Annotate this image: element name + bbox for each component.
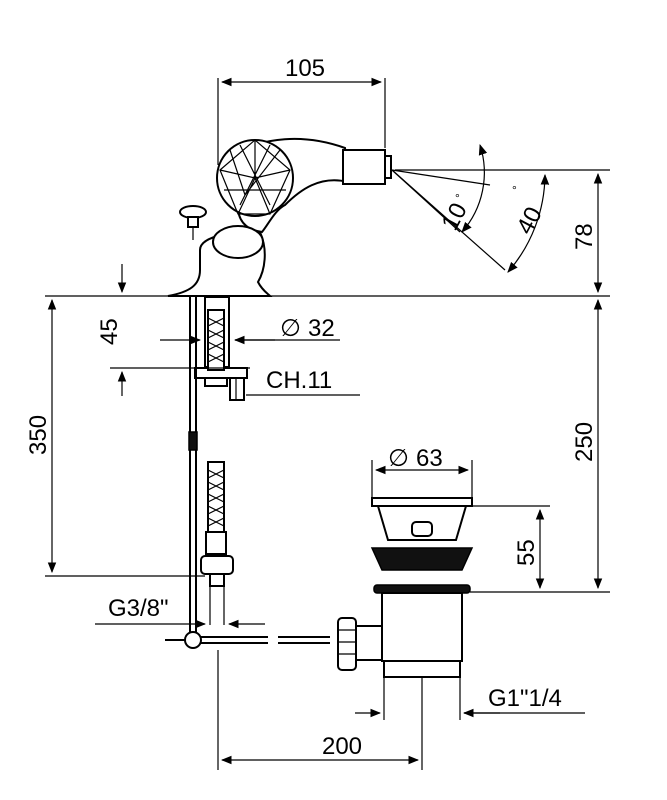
dim-waste-flange-diameter: 63 [416,445,443,472]
under-deck-fittings [165,296,330,649]
pop-up-waste [337,497,474,678]
pop-up-knob-icon [179,205,207,240]
dim-waste-thread: G1"1/4 [488,685,562,712]
dim-supply-thread: G3/8" [108,595,169,622]
dim-angle-max: 40 [511,203,547,239]
dim-shank-diameter: 32 [308,315,335,342]
degree-symbol-max: ° [512,183,517,197]
mixer-body [167,137,392,297]
diameter-symbol-shank: ∅ [280,315,301,342]
dim-waste-head-height: 55 [513,539,540,566]
dim-spout-reach: 105 [285,55,325,82]
dim-deck-depth: 45 [96,318,123,345]
dim-total-depth: 350 [25,415,52,455]
dim-spout-height: 78 [571,223,598,250]
dim-rod-distance: 200 [322,733,362,760]
diameter-symbol-waste: ∅ [388,445,409,472]
crystal-handle-icon [216,139,294,217]
dim-nut-size: CH.11 [266,367,332,394]
degree-symbol-min: ° [455,191,460,205]
dimension-lines [45,77,610,770]
dim-waste-height: 250 [571,422,598,462]
